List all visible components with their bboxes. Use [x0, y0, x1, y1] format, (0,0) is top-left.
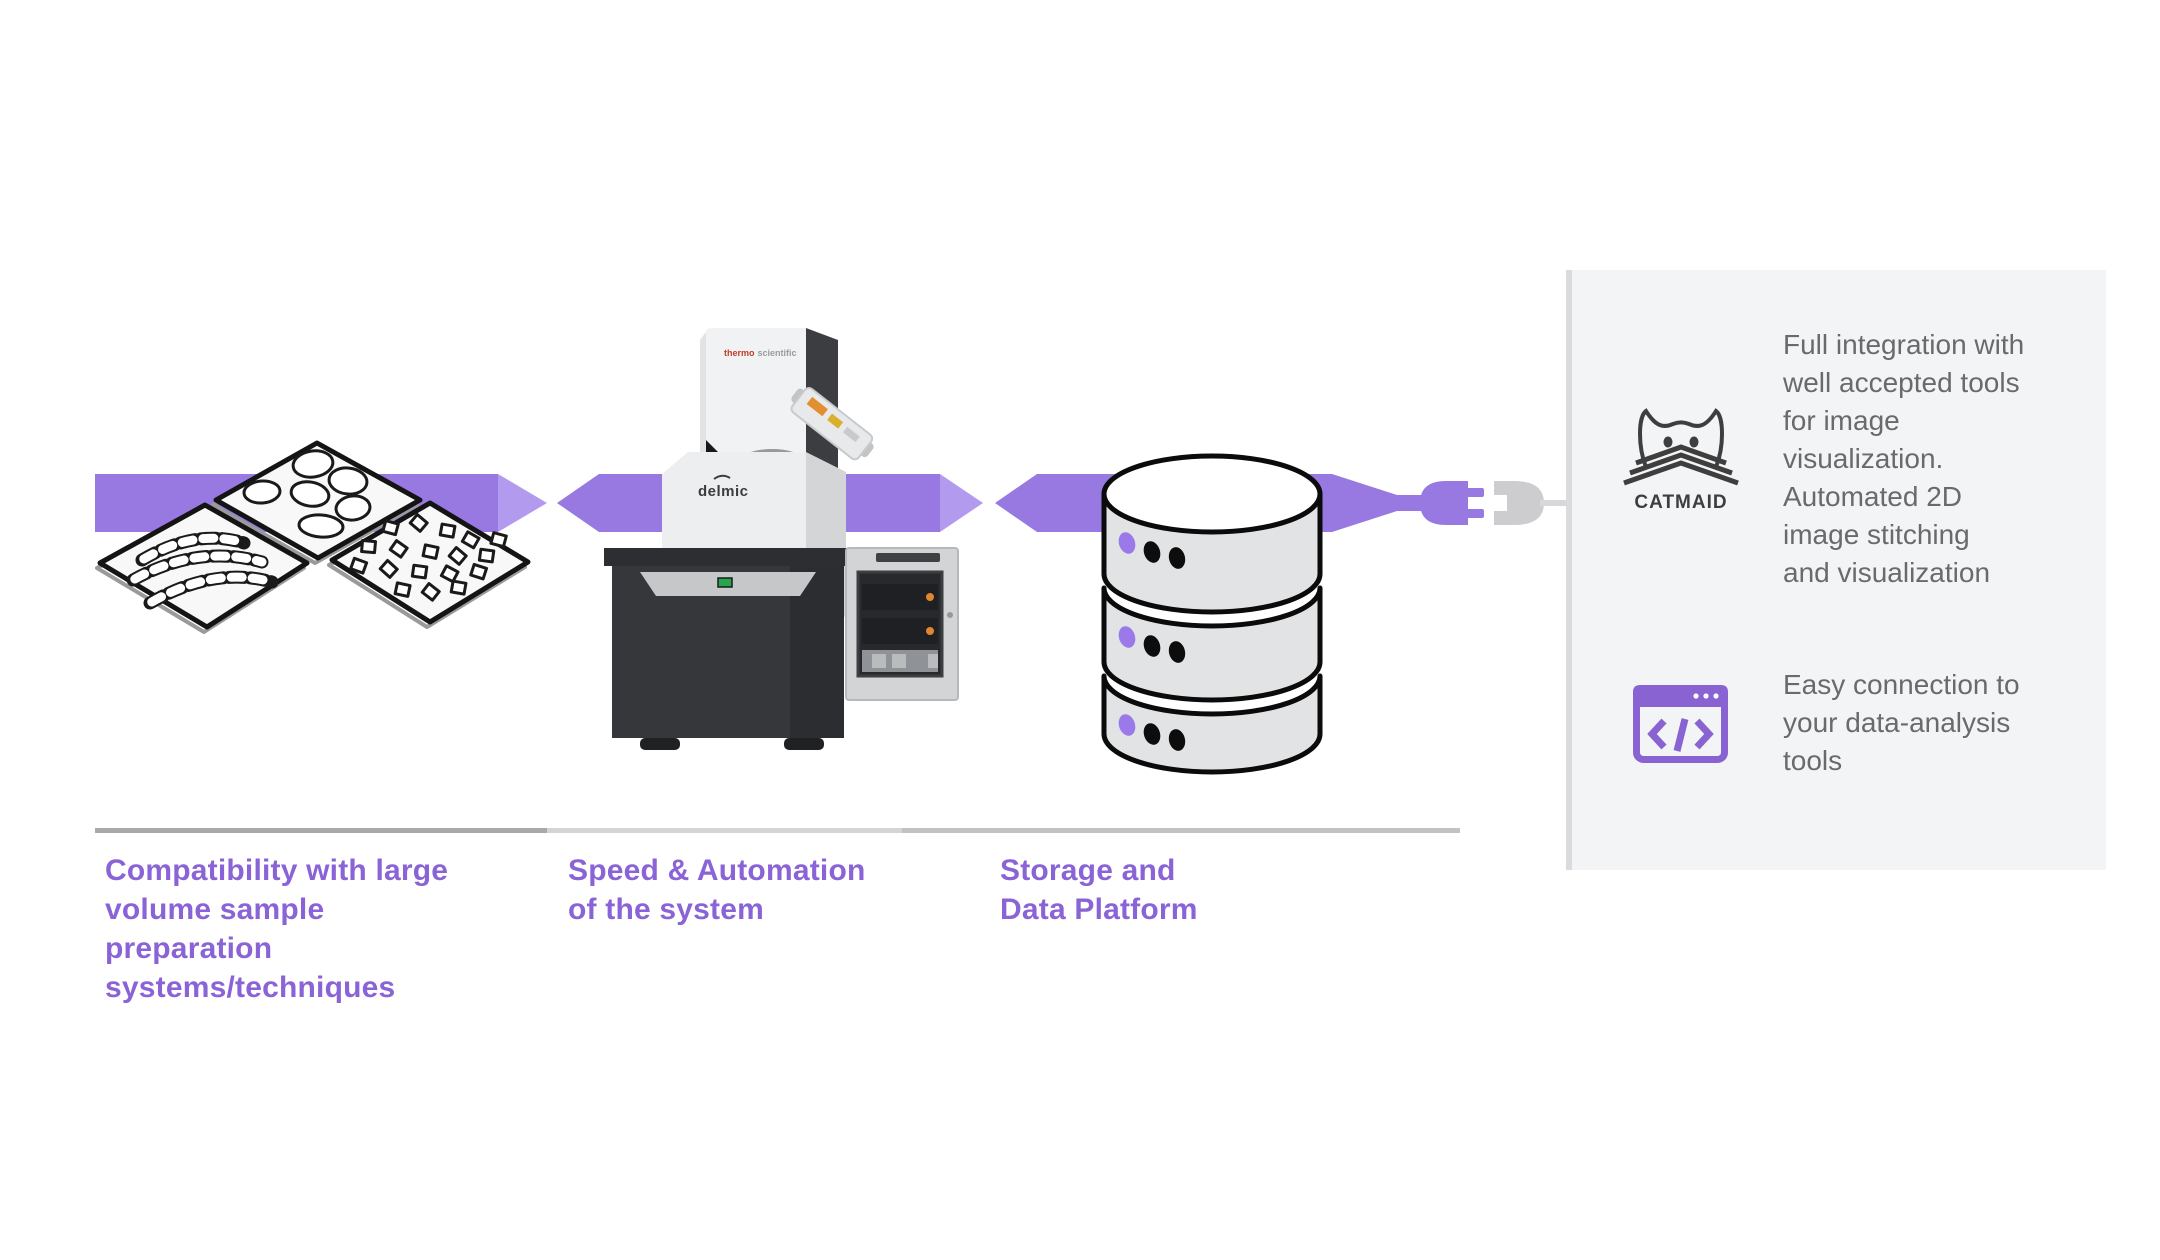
integration-text: Full integration with well accepted tool… — [1783, 329, 2025, 588]
sample-plate-blobs — [211, 440, 423, 565]
database-icon — [1101, 453, 1323, 775]
divider-segment-3 — [902, 828, 1460, 833]
microscope-gun-attachment — [790, 387, 874, 461]
code-window-glyph — [1633, 685, 1728, 763]
database-status-dots — [1118, 532, 1186, 751]
divider-segment-1 — [95, 828, 547, 833]
server-rack — [845, 547, 959, 701]
arrow-band-3-tail — [995, 474, 1037, 532]
integration-panel: CATMAID Full integration with well accep… — [1566, 270, 2106, 870]
step-label-storage-data-platform: Storage and Data Platform — [1000, 854, 1198, 926]
microscope-base-cabinet — [604, 548, 872, 750]
catmaid-cat-icon: CATMAID — [1617, 395, 1745, 514]
microscope-column — [700, 332, 706, 460]
step-label-speed-automation: Speed & Automation of the system — [568, 854, 866, 926]
arrow-band-2-tail — [557, 474, 599, 532]
sample-plates — [95, 440, 531, 634]
sample-plate-squares — [327, 500, 531, 629]
code-window-icon — [1633, 685, 1728, 768]
catmaid-cat-glyph — [1623, 408, 1739, 486]
arrow-band-2-tip — [940, 474, 983, 532]
gray-socket-icon — [1494, 481, 1568, 525]
purple-plug-icon — [1420, 481, 1484, 525]
database-top — [1101, 453, 1323, 535]
plug-wire — [1540, 500, 1568, 506]
easy-connection-text: Easy connection to your data-analysis to… — [1783, 669, 2020, 776]
catmaid-caption: CATMAID — [1634, 492, 1728, 513]
sample-plate-ribbons — [95, 502, 310, 634]
divider-segment-2 — [547, 828, 902, 833]
delmic-brand-text: delmic — [698, 483, 749, 500]
arrow-band-1-tip — [498, 474, 547, 532]
step-label-sample-preparation: Compatibility with large volume sample p… — [105, 854, 449, 1004]
